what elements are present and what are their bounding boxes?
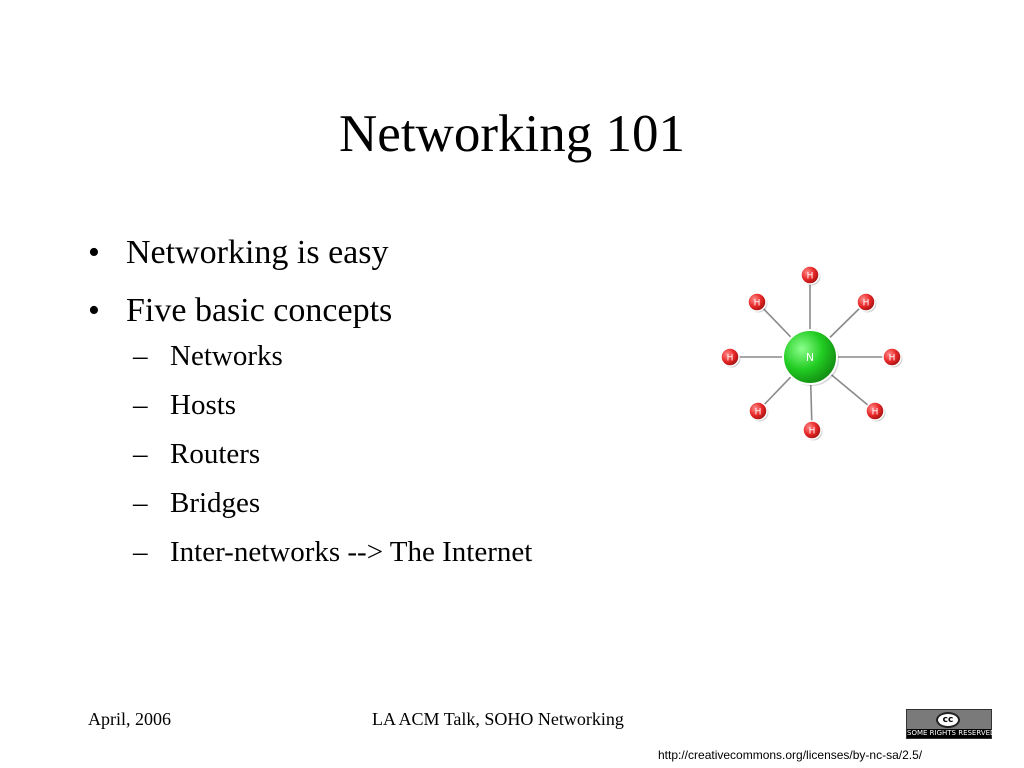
host-label: H — [727, 354, 734, 364]
sub-bullet-group: – Networks – Hosts – Routers – Bridges –… — [88, 338, 532, 571]
sub-bullet-list: – Networks – Hosts – Routers – Bridges –… — [133, 338, 532, 571]
host-node-icon: H — [720, 347, 741, 368]
dash-marker: – — [133, 438, 148, 470]
network-label: N — [806, 351, 814, 364]
sub-bullet-item: – Routers — [133, 436, 532, 473]
bullet-text: Five basic concepts — [126, 292, 393, 329]
bullet-list: • Networking is easy • Five basic concep… — [88, 230, 532, 583]
sub-bullet-text: Routers — [170, 438, 261, 470]
host-node-icon: H — [865, 401, 886, 422]
dash-marker: – — [133, 536, 148, 568]
bullet-item: • Five basic concepts — [88, 288, 532, 334]
network-node-icon: N — [782, 329, 839, 386]
host-node-icon: H — [748, 401, 769, 422]
host-label: H — [809, 427, 816, 437]
host-node-icon: H — [747, 292, 768, 313]
bullet-marker: • — [88, 292, 100, 329]
sub-bullet-text: Networks — [170, 340, 283, 372]
sub-bullet-item: – Networks — [133, 338, 532, 375]
sub-bullet-text: Hosts — [170, 389, 237, 421]
host-label: H — [889, 354, 896, 364]
dash-marker: – — [133, 487, 148, 519]
bullet-text: Networking is easy — [126, 234, 389, 271]
host-label: H — [807, 272, 814, 282]
bullet-item: • Networking is easy — [88, 230, 532, 276]
sub-bullet-item: – Hosts — [133, 387, 532, 424]
host-label: H — [754, 299, 761, 309]
slide-title: Networking 101 — [339, 105, 685, 163]
host-node-icon: H — [802, 420, 823, 441]
host-label: H — [863, 299, 870, 309]
dash-marker: – — [133, 389, 148, 421]
host-node-icon: H — [882, 347, 903, 368]
host-node-icon: H — [856, 292, 877, 313]
sub-bullet-text: Inter-networks --> The Internet — [170, 536, 533, 568]
license-url-link[interactable]: http://creativecommons.org/licenses/by-n… — [658, 748, 923, 762]
footer-talk-title: LA ACM Talk, SOHO Networking — [372, 709, 624, 729]
star-network-diagram: H H H H H H H H N — [720, 265, 903, 441]
cc-license-badge[interactable]: cc SOME RIGHTS RESERVED — [906, 709, 996, 739]
footer-date: April, 2006 — [88, 709, 171, 729]
host-label: H — [872, 408, 879, 418]
host-node-icon: H — [800, 265, 821, 286]
bullet-marker: • — [88, 234, 100, 271]
sub-bullet-item: – Inter-networks --> The Internet — [133, 534, 532, 571]
cc-logo-icon: cc — [936, 712, 960, 728]
sub-bullet-text: Bridges — [170, 487, 261, 519]
dash-marker: – — [133, 340, 148, 372]
host-label: H — [755, 408, 762, 418]
cc-badge-text: SOME RIGHTS RESERVED — [907, 729, 996, 738]
sub-bullet-item: – Bridges — [133, 485, 532, 522]
